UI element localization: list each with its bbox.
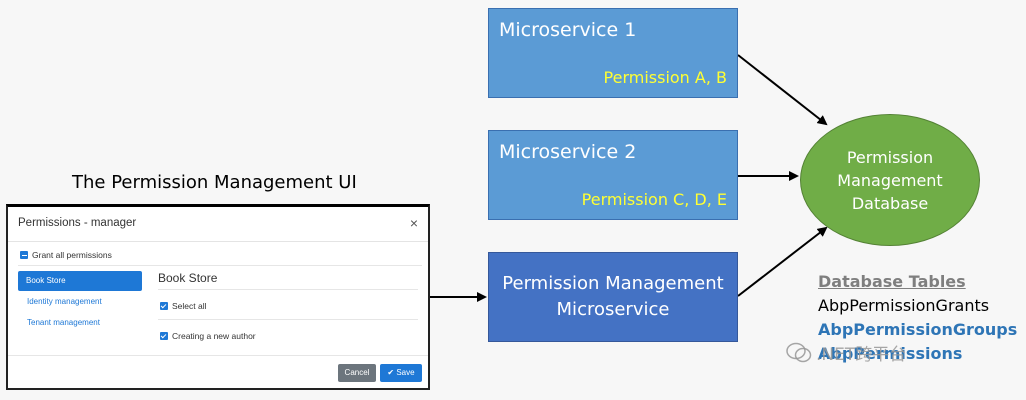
microservice-1-permissions: Permission A, B xyxy=(603,68,727,87)
select-all-divider xyxy=(158,319,418,320)
close-icon[interactable]: × xyxy=(409,215,418,231)
db-line-3: Database xyxy=(851,193,929,213)
microservice-1-box: Microservice 1 Permission A, B xyxy=(488,8,738,98)
db-line-2: Management xyxy=(837,170,943,190)
select-all-label: Select all xyxy=(172,301,207,311)
wechat-icon xyxy=(786,342,812,362)
nav-item-tenant-management[interactable]: Tenant management xyxy=(27,318,100,327)
db-line-1: Permission xyxy=(846,147,934,167)
permissions-dialog: Permissions - manager × Grant all permis… xyxy=(6,204,430,390)
watermark-text: .NET跨平台 xyxy=(816,345,907,365)
arrow-ms1-to-db xyxy=(737,54,828,126)
section-divider xyxy=(158,289,418,290)
permission-management-microservice-box: Permission Management Microservice xyxy=(488,252,738,342)
microservice-2-box: Microservice 2 Permission C, D, E xyxy=(488,130,738,220)
dialog-title: Permissions - manager xyxy=(18,217,137,229)
grant-all-checkbox[interactable] xyxy=(20,251,28,259)
microservice-1-title: Microservice 1 xyxy=(499,19,637,41)
ui-caption: The Permission Management UI xyxy=(72,172,357,193)
cancel-button[interactable]: Cancel xyxy=(338,364,376,382)
permission-item-checkbox[interactable] xyxy=(160,332,168,340)
permission-database-node: Permission Management Database xyxy=(800,114,980,246)
permission-item-label: Creating a new author xyxy=(172,331,256,341)
table-item-grants: AbpPermissionGrants xyxy=(818,296,990,315)
grant-all-divider xyxy=(18,265,422,266)
check-icon: ✔ xyxy=(387,368,397,377)
section-title: Book Store xyxy=(158,271,218,285)
nav-item-book-store[interactable]: Book Store xyxy=(18,271,142,291)
grant-all-label: Grant all permissions xyxy=(32,250,112,260)
watermark: .NET跨平台 xyxy=(786,340,906,365)
footer-divider xyxy=(8,355,428,356)
save-label: Save xyxy=(396,368,415,377)
microservice-2-title: Microservice 2 xyxy=(499,141,637,163)
arrow-pm-to-db xyxy=(737,226,828,297)
save-button[interactable]: ✔ Save xyxy=(380,364,422,382)
select-all-checkbox[interactable] xyxy=(160,302,168,310)
microservice-2-permissions: Permission C, D, E xyxy=(581,190,727,209)
database-tables-list: Database Tables AbpPermissionGrants AbpP… xyxy=(818,270,1017,366)
nav-item-identity-management[interactable]: Identity management xyxy=(27,297,102,306)
pm-line-1: Permission Management xyxy=(502,273,724,294)
table-item-permissions: AbpPermissions xyxy=(818,344,963,363)
pm-line-2: Microservice xyxy=(556,299,670,320)
tables-heading: Database Tables xyxy=(818,272,966,291)
dialog-header-divider xyxy=(8,241,428,242)
table-item-groups: AbpPermissionGroups xyxy=(818,320,1018,339)
